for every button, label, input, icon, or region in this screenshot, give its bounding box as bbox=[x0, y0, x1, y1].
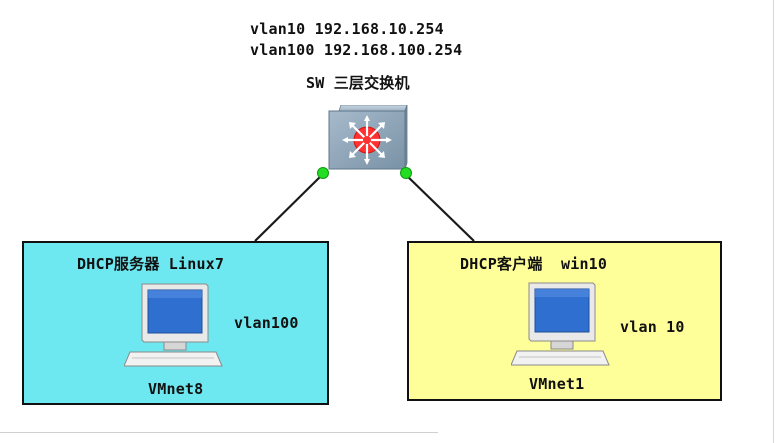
link-switch-to-server bbox=[254, 173, 324, 242]
dhcp-client-network: VMnet1 bbox=[529, 375, 585, 393]
dhcp-server-title: DHCP服务器 Linux7 bbox=[77, 255, 225, 273]
dhcp-client-title: DHCP客户端 win10 bbox=[460, 255, 608, 273]
switch-vlan100-address: vlan100 192.168.100.254 bbox=[250, 41, 463, 59]
dhcp-client-vlan: vlan 10 bbox=[620, 318, 685, 336]
dhcp-server-network: VMnet8 bbox=[148, 380, 204, 398]
layer3-switch-icon[interactable] bbox=[327, 105, 417, 180]
switch-name-label: SW 三层交换机 bbox=[306, 74, 410, 92]
port-led-left bbox=[317, 167, 329, 179]
dhcp-server-vlan: vlan100 bbox=[234, 314, 299, 332]
computer-icon[interactable] bbox=[511, 279, 611, 369]
link-switch-to-client bbox=[404, 173, 475, 242]
switch-vlan10-address: vlan10 192.168.10.254 bbox=[250, 20, 444, 38]
port-led-right bbox=[400, 167, 412, 179]
computer-icon[interactable] bbox=[124, 280, 224, 370]
bottom-divider bbox=[0, 432, 438, 433]
